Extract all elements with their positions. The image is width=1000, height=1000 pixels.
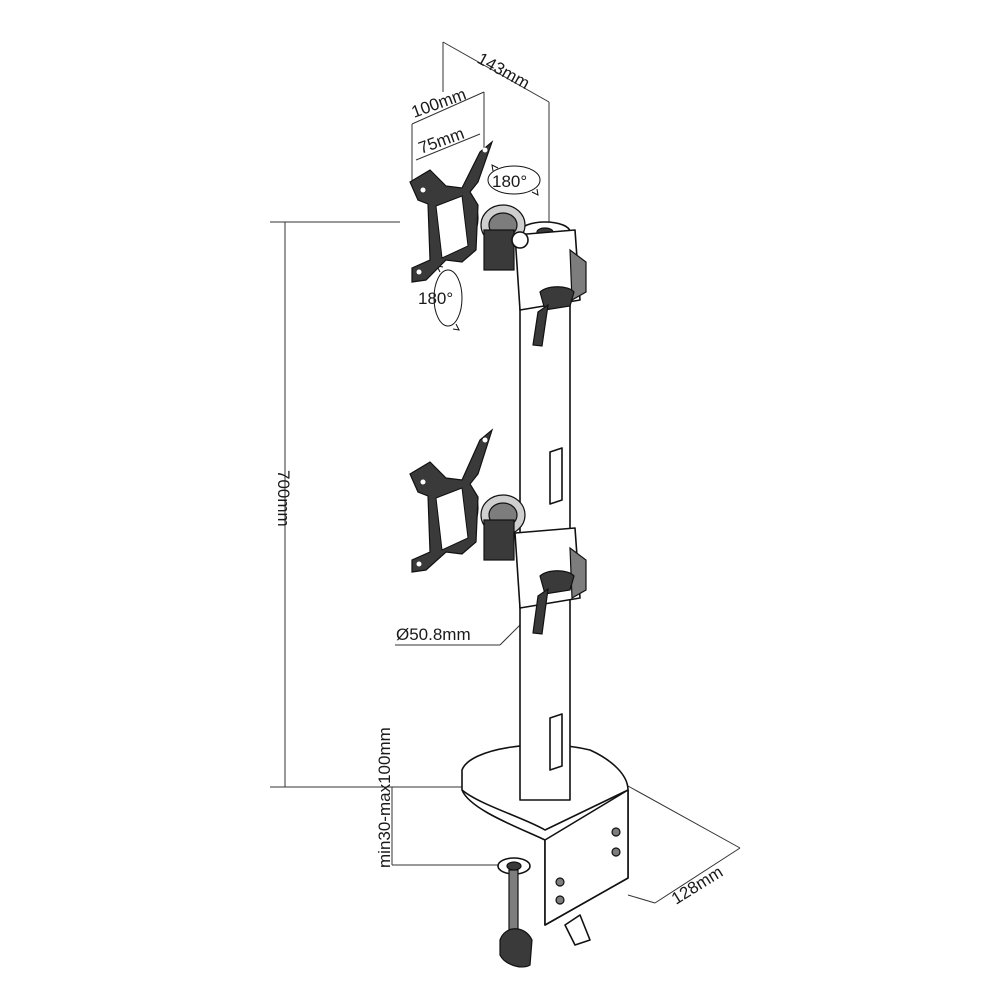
dimension-diameter: Ø50.8mm	[395, 624, 521, 646]
dimension-clamp-range: min30-max100mm	[375, 727, 500, 868]
rotation-indicator-top: 180°	[487, 164, 541, 196]
mount-hole	[611, 827, 621, 837]
dimension-75mm: 75mm	[415, 124, 481, 161]
clamp-screw	[497, 857, 533, 968]
mount-hole	[611, 847, 621, 857]
vesa-plate-upper	[409, 140, 494, 283]
dimension-700mm: 700mm	[270, 221, 520, 788]
dim-label-75mm: 75mm	[416, 124, 467, 158]
dim-label-clamp-range: min30-max100mm	[375, 727, 394, 868]
dim-label-diameter: Ø50.8mm	[396, 625, 471, 644]
dim-label-128mm: 128mm	[668, 862, 726, 908]
rotation-label-side: 180°	[418, 289, 453, 308]
desk-clamp-base	[461, 744, 629, 946]
lock-lever-icon	[532, 587, 549, 635]
mount-hole	[555, 895, 565, 905]
dim-label-100mm: 100mm	[409, 85, 469, 122]
rotation-indicator-side: 180°	[418, 265, 463, 331]
dim-label-143mm: 143mm	[474, 49, 533, 93]
vesa-plate-lower	[409, 428, 494, 573]
mount-hole	[555, 877, 565, 887]
lock-lever-icon	[532, 303, 549, 347]
dim-label-700mm: 700mm	[274, 470, 293, 527]
dimension-128mm: 128mm	[627, 785, 741, 908]
rotation-label-top: 180°	[492, 172, 527, 191]
clamp-handle-icon	[499, 928, 533, 968]
